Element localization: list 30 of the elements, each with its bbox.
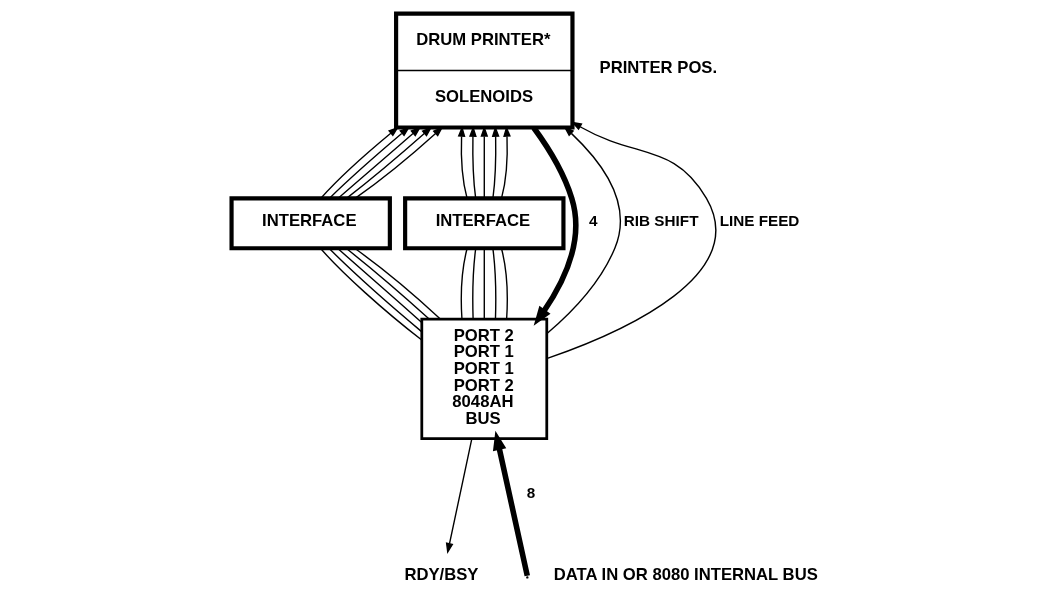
- node-box: INTERFACE: [228, 196, 392, 251]
- connector: [483, 247, 485, 320]
- arrow: [345, 126, 432, 199]
- edge-label: RIB SHIFT: [623, 211, 698, 229]
- arrow: [445, 438, 472, 555]
- connector: [336, 247, 422, 324]
- connector: [353, 247, 441, 320]
- arrow: [354, 126, 443, 199]
- arrow: [546, 126, 621, 334]
- connector: [328, 247, 422, 333]
- arrow: [336, 126, 421, 199]
- label: PRINTER POS.: [599, 58, 717, 78]
- edge-label: 8: [526, 483, 535, 501]
- connector: [345, 247, 430, 320]
- arrow: [531, 126, 578, 326]
- node-text: RDY/BSY: [403, 565, 478, 585]
- arrow: [319, 126, 399, 199]
- connector: [319, 247, 422, 341]
- node-box: PORT 2 PORT 1 PORT 1 PORT 2 8048AH BUS: [419, 317, 548, 440]
- connector: [491, 247, 496, 320]
- connector: [460, 247, 468, 320]
- connector: [500, 247, 508, 320]
- arrow: [492, 430, 530, 577]
- arrow: [328, 126, 410, 199]
- label: DATA IN OR 8080 INTERNAL BUS: [553, 565, 818, 585]
- edge-label: LINE FEED: [719, 211, 799, 229]
- arrow: [546, 121, 716, 360]
- edge-label: 4: [588, 211, 598, 229]
- node-box: INTERFACE: [402, 196, 566, 251]
- connector: [471, 247, 476, 320]
